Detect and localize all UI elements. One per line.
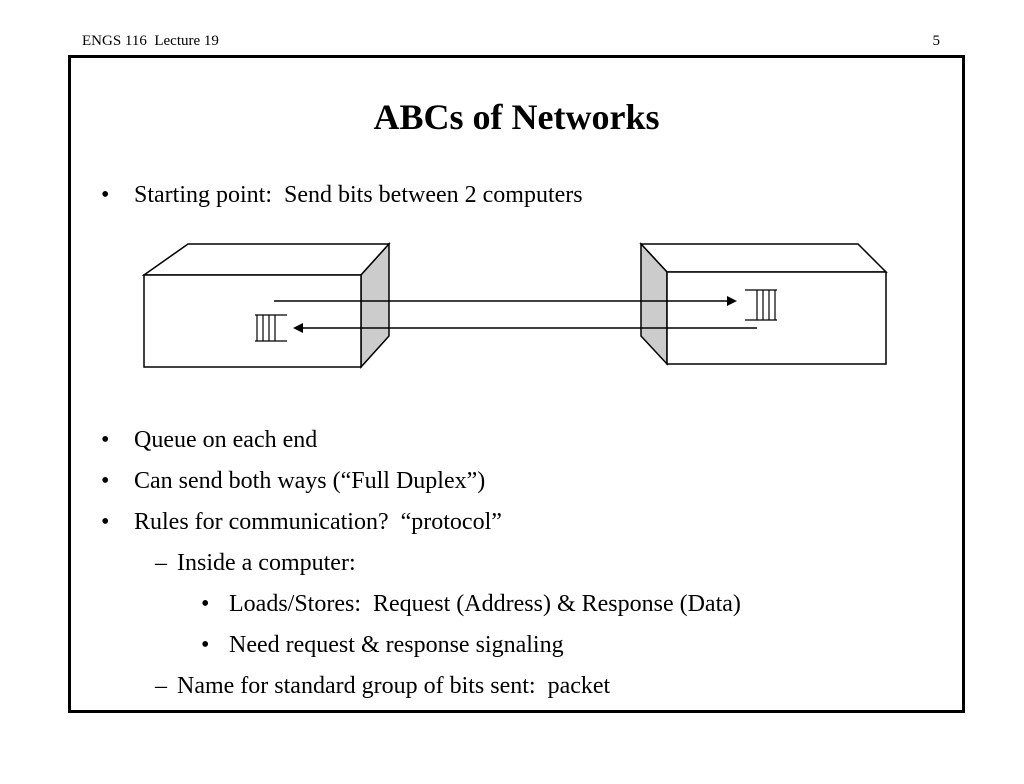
sub-sub-bullet-item: • Loads/Stores: Request (Address) & Resp…: [201, 590, 741, 702]
right-box-top-face: [639, 243, 888, 273]
bullet-item: • Queue on each end: [101, 426, 317, 538]
bullet-marker: •: [101, 182, 110, 208]
sub-sub-bullet-item: • Need request & response signaling: [201, 631, 564, 743]
bullet-text: Inside a computer:: [177, 550, 356, 576]
bullet-text: Name for standard group of bits sent: pa…: [177, 673, 611, 699]
bullet-marker: •: [201, 632, 210, 658]
bullet-text: Starting point: Send bits between 2 comp…: [134, 182, 583, 208]
bullet-text: Queue on each end: [134, 427, 318, 453]
left-queue-icon: [255, 314, 287, 342]
send-arrow-right: [274, 296, 737, 306]
slide-frame: ABCs of Networks • Starting point: Send …: [68, 55, 965, 713]
bullet-item: • Rules for communication? “protocol”: [101, 508, 502, 620]
right-computer-box-icon: [639, 242, 888, 366]
bullet-text: Need request & response signaling: [229, 632, 564, 658]
bullet-text: Can send both ways (“Full Duplex”): [134, 468, 486, 494]
bullet-marker: •: [101, 427, 110, 453]
page-number: 5: [932, 33, 941, 49]
header-course: ENGS 116 Lecture 19: [82, 33, 219, 49]
send-arrow-left: [293, 323, 757, 333]
bullet-item: • Can send both ways (“Full Duplex”): [101, 467, 485, 579]
bullet-marker: •: [101, 468, 110, 494]
bullet-text: Rules for communication? “protocol”: [134, 509, 502, 535]
bullet-text: Loads/Stores: Request (Address) & Respon…: [229, 591, 741, 617]
bullet-marker: •: [201, 591, 210, 617]
bullet-marker: •: [101, 509, 110, 535]
right-queue-icon: [745, 289, 777, 321]
sub-bullet-item: – Name for standard group of bits sent: …: [155, 672, 610, 784]
slide-title: ABCs of Networks: [373, 97, 660, 137]
left-box-top-face: [141, 243, 391, 276]
bullet-marker: –: [155, 550, 167, 576]
bullet-item: • Starting point: Send bits between 2 co…: [101, 181, 583, 293]
left-box-front-face: [143, 274, 362, 368]
bullet-marker: –: [155, 673, 167, 699]
right-box-front-face: [666, 271, 887, 365]
network-diagram: [141, 242, 888, 369]
sub-bullet-item: – Inside a computer:: [155, 549, 356, 661]
left-computer-box-icon: [141, 242, 391, 369]
